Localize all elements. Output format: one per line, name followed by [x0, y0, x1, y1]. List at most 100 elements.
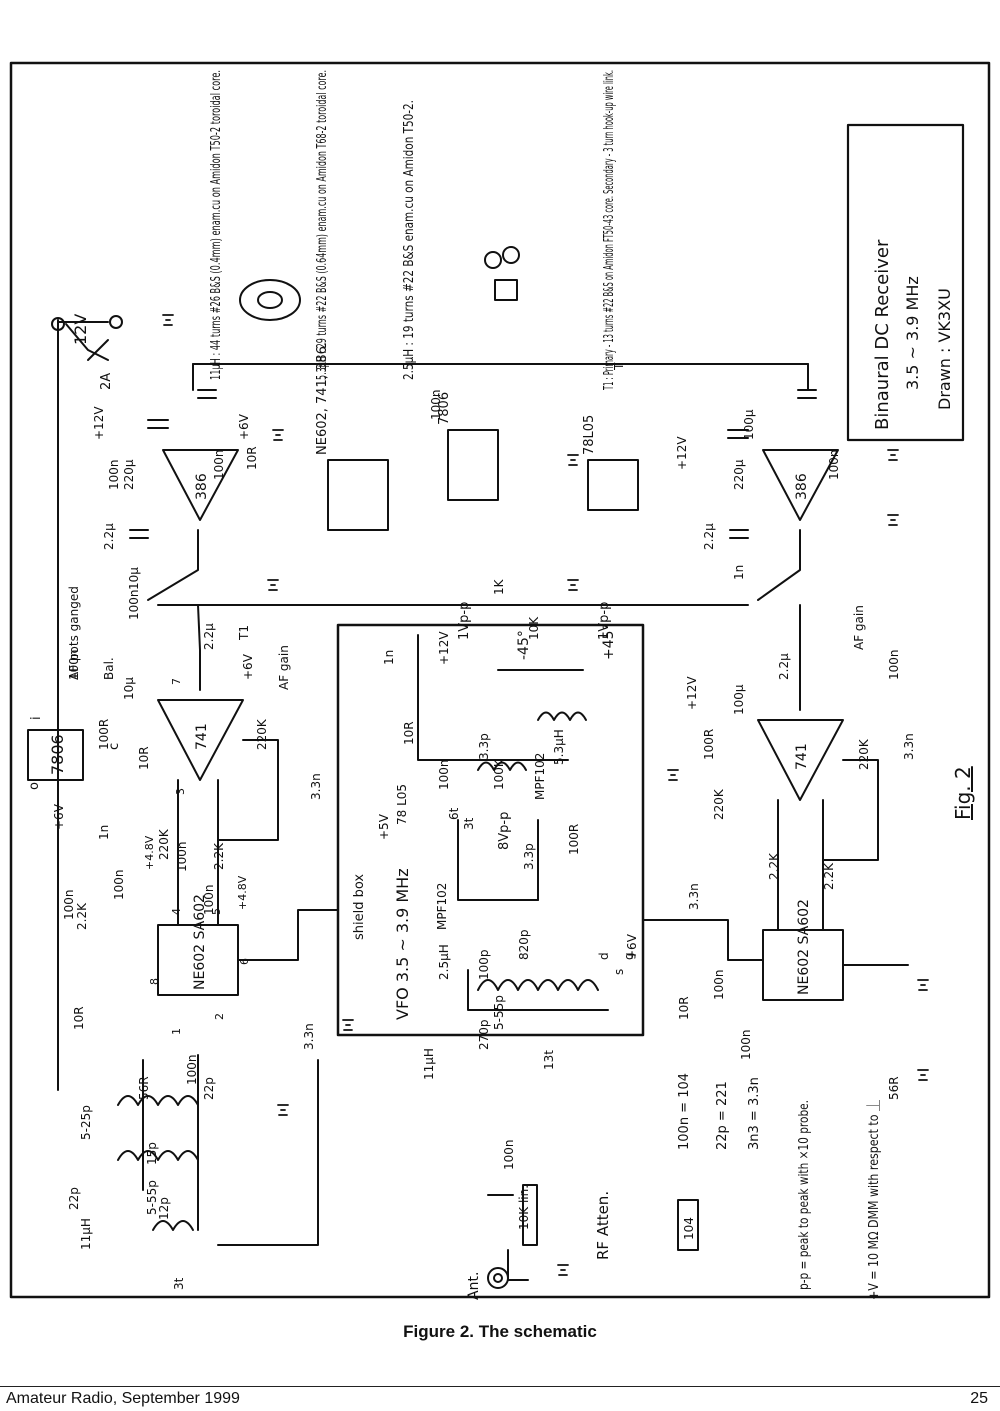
component-value-label: 10µ [127, 567, 141, 590]
component-value-label: 11µH [422, 1048, 436, 1080]
opamp-right-label: 741 [794, 743, 810, 770]
component-value-label: 100n [739, 1029, 753, 1060]
plus12-b: +12V [675, 436, 689, 470]
plus12-d: +12V [685, 676, 699, 710]
component-value-label: 3.3p [522, 843, 536, 870]
pin-number-label: 2 [213, 1013, 226, 1020]
component-value-label: 100n [712, 969, 726, 1000]
component-value-label: AF pots ganged [67, 586, 81, 680]
reg-78l05-label: 78 L05 [395, 784, 409, 825]
plus12-c: +12V [437, 631, 451, 665]
outer-border [9, 61, 991, 1299]
cap-104-marking: 104 [682, 1217, 696, 1240]
component-value-label: AF gain [277, 645, 291, 690]
component-value-label: T1 [237, 625, 251, 641]
component-value-label: 3.3n [687, 883, 701, 910]
component-value-label: 220K [712, 788, 726, 820]
component-value-label: 2.2µ [702, 523, 716, 550]
plus6-d: +6V [625, 933, 639, 960]
vpp-c: 8Vp-p [497, 812, 512, 850]
plus6-b: +6V [241, 653, 255, 680]
coil-note-t1: T1 : Primary - 13 turns #22 B&S on Amido… [602, 70, 617, 391]
wiring [27, 123, 965, 1289]
component-value-label: 100n [212, 449, 226, 480]
component-value-label: 100R [702, 729, 716, 760]
component-value-label: 220µ [122, 459, 136, 490]
band-text: 3.5 ~ 3.9 MHz [903, 276, 922, 390]
plus48-a: +4.8V [143, 835, 156, 870]
component-value-label: 220K [157, 828, 171, 860]
component-value-label: 10µ [122, 677, 136, 700]
component-value-label: 100n [202, 884, 216, 915]
component-value-label: 5.3µH [552, 729, 566, 765]
component-value-label: Bal. [102, 657, 116, 680]
component-value-label: 100µ [732, 684, 746, 715]
legend-3n3: 3n3 = 3.3n [747, 1077, 762, 1150]
legend-100n: 100n = 104 [677, 1073, 692, 1150]
jfet-b-label: MPF102 [533, 753, 547, 800]
component-value-label: 100K [492, 758, 506, 790]
component-value-label: 220µ [732, 459, 746, 490]
component-value-label: 10R [245, 446, 259, 470]
component-value-label: 3.3n [902, 733, 916, 760]
component-value-label: 100n [827, 449, 841, 480]
pin-number-label: 1 [170, 1028, 183, 1035]
coil-note-53uh: 5.3µH : 29 turns #22 B&S (0.64mm) enam.c… [315, 70, 330, 380]
mixer-right-label: NE602 SA602 [796, 899, 812, 995]
schematic-drawing: Binaural DC Receiver 3.5 ~ 3.9 MHz Drawn… [9, 61, 991, 1300]
component-value-label: 100µ [742, 409, 756, 440]
component-value-label: 3t [172, 1277, 186, 1290]
legend-22p: 22p = 221 [715, 1081, 730, 1150]
component-value-label: 10K lin. [517, 1185, 531, 1230]
footer-publication: Amateur Radio, September 1999 [6, 1390, 240, 1407]
component-value-label: 56R [887, 1076, 901, 1100]
component-value-label: 2.2K [212, 842, 226, 870]
supply-12v-label: 12V [71, 314, 90, 345]
component-value-label: 100n [437, 759, 451, 790]
coil-note-11uh: 11µH : 44 turns #26 B&S (0.4mm) enam.cu … [209, 70, 224, 380]
component-value-label: 2.2K [75, 902, 89, 930]
component-value-label: 1n [97, 825, 111, 840]
component-value-label: 100n [185, 1054, 199, 1085]
component-value-label: 6t [447, 807, 461, 820]
component-value-label: 100n [127, 589, 141, 620]
pin-number-label: 5 [210, 908, 223, 915]
component-value-label: 100p [477, 949, 491, 980]
pin-i-label: i [29, 716, 44, 720]
component-value-label: 1n [732, 565, 746, 580]
component-value-label: 2.5µH [437, 944, 451, 980]
component-value-label: 3.3p [477, 733, 491, 760]
component-value-label: 22p [202, 1077, 216, 1100]
plus48-b: +4.8V [236, 875, 249, 910]
component-value-label: 100n [112, 869, 126, 900]
component-value-label: 100n [67, 649, 81, 680]
component-value-label: 100n [175, 841, 189, 872]
component-value-label: 100n [429, 389, 443, 420]
title-text: Binaural DC Receiver [872, 239, 893, 430]
pin-number-label: 6 [238, 958, 251, 965]
component-value-label: 3.3n [309, 773, 323, 800]
component-value-label: 22p [67, 1187, 81, 1210]
component-value-label: 2.2µ [777, 653, 791, 680]
pin-d: d [597, 952, 611, 960]
fig-label: Fig. 2 [951, 766, 975, 820]
amp-right-label: 386 [794, 473, 810, 500]
component-value-label: 2.2µ [102, 523, 116, 550]
pin-number-label: 4 [170, 908, 183, 915]
pin-c-label: c [107, 743, 122, 750]
drawn-text: Drawn : VK3XU [935, 288, 954, 410]
component-value-label: 10R [137, 746, 151, 770]
title-block [846, 123, 965, 442]
component-value-label: 100R [97, 719, 111, 750]
rf-atten-label: RF Atten. [594, 1191, 612, 1260]
component-value-label: 56R [137, 1076, 151, 1100]
component-value-label: 10K [527, 616, 541, 640]
component-labels: 100n 100n 100n 100n 100n 100n 100n 100n 100n 100n… [62, 362, 916, 1290]
mixer-left-label: NE602 SA602 [192, 894, 208, 990]
component-value-label: 15p [145, 1142, 159, 1165]
legend-v: +V = 10 MΩ DMM with respect to ⏊ [866, 1100, 882, 1300]
component-value-label: 100n [107, 459, 121, 490]
phase-plus45: +45° [601, 623, 617, 660]
component-value-label: 100n [502, 1139, 516, 1170]
